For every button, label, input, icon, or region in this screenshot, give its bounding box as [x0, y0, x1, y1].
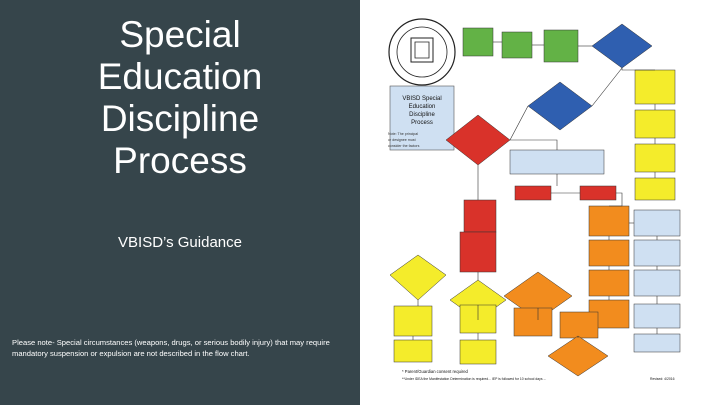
decision-consider-removal: [445, 114, 511, 166]
step-inform-guardian: [588, 239, 630, 267]
step-repeat-as-necessary: [634, 177, 676, 201]
decision-behavior-manifestation: [547, 335, 609, 377]
svg-text:Process: Process: [411, 120, 433, 126]
slide-subtitle: VBISD’s Guidance: [118, 234, 242, 251]
step-notify-parent-procedural: [633, 239, 681, 267]
step-conduct-fba: [634, 109, 676, 139]
footnote-idea: **Under IDEA the Manifestation Determina…: [402, 377, 546, 381]
flowchart-title-line: VBISD Special: [402, 96, 441, 102]
title-line-1: Special: [119, 14, 241, 55]
slide-note: Please note- Special circumstances (weap…: [12, 338, 330, 358]
flowchart-title-box: [389, 85, 455, 151]
district-seal-logo: [388, 18, 456, 86]
title-line-3: Discipline: [100, 98, 260, 139]
step-immediately-return: [513, 307, 553, 337]
step-remove-student: [514, 185, 552, 201]
step-document-services: [459, 339, 497, 365]
step-notify-parent: [463, 199, 497, 233]
flowchart-diagram: VBISD Special Education Discipline Proce…: [388, 18, 681, 381]
svg-text:Education: Education: [409, 104, 436, 110]
decision-is-it-result: [389, 254, 447, 301]
step-document-provision: [633, 303, 681, 329]
svg-text:consider the factors: consider the factors: [388, 144, 420, 148]
revised-date: Revised: 4/2016: [650, 377, 675, 381]
footnote-consent: * Parent/Guardian consent required: [402, 369, 469, 374]
step-review-bip: [634, 69, 676, 105]
step-ieP-committee: [633, 209, 681, 237]
step-review-fba-bip: [559, 311, 599, 339]
slide-title: Special Education Discipline Process: [70, 14, 290, 182]
step-document-record: [543, 29, 579, 63]
step-track-removals: [509, 149, 605, 175]
title-line-4: Process: [113, 140, 247, 181]
removal-note-text: Note: The principal: [388, 132, 418, 136]
step-special-ed-review: [501, 31, 533, 59]
decision-corrective-measures: [527, 81, 593, 131]
step-reevaluate-bip: [393, 339, 433, 363]
step-follow-procedures-left: [393, 305, 433, 337]
step-notify-guardian: [588, 269, 630, 297]
step-follow-procedures: [634, 143, 676, 173]
flowchart-panel: VBISD Special Education Discipline Proce…: [360, 0, 720, 405]
decision-behavior: [591, 23, 653, 69]
step-discipline-referral: [462, 27, 494, 57]
left-panel: Special Education Discipline Process VBI…: [0, 0, 360, 405]
step-repeat-necessary: [633, 333, 681, 353]
step-change-placement: [588, 205, 630, 237]
svg-text:or designee must: or designee must: [388, 138, 416, 142]
step-pattern: [579, 185, 617, 201]
flowchart-connectors: [412, 41, 658, 340]
svg-text:Discipline: Discipline: [409, 112, 435, 118]
step-provide-services: [459, 231, 497, 273]
title-line-2: Education: [97, 56, 263, 97]
step-verify-services: [633, 269, 681, 297]
